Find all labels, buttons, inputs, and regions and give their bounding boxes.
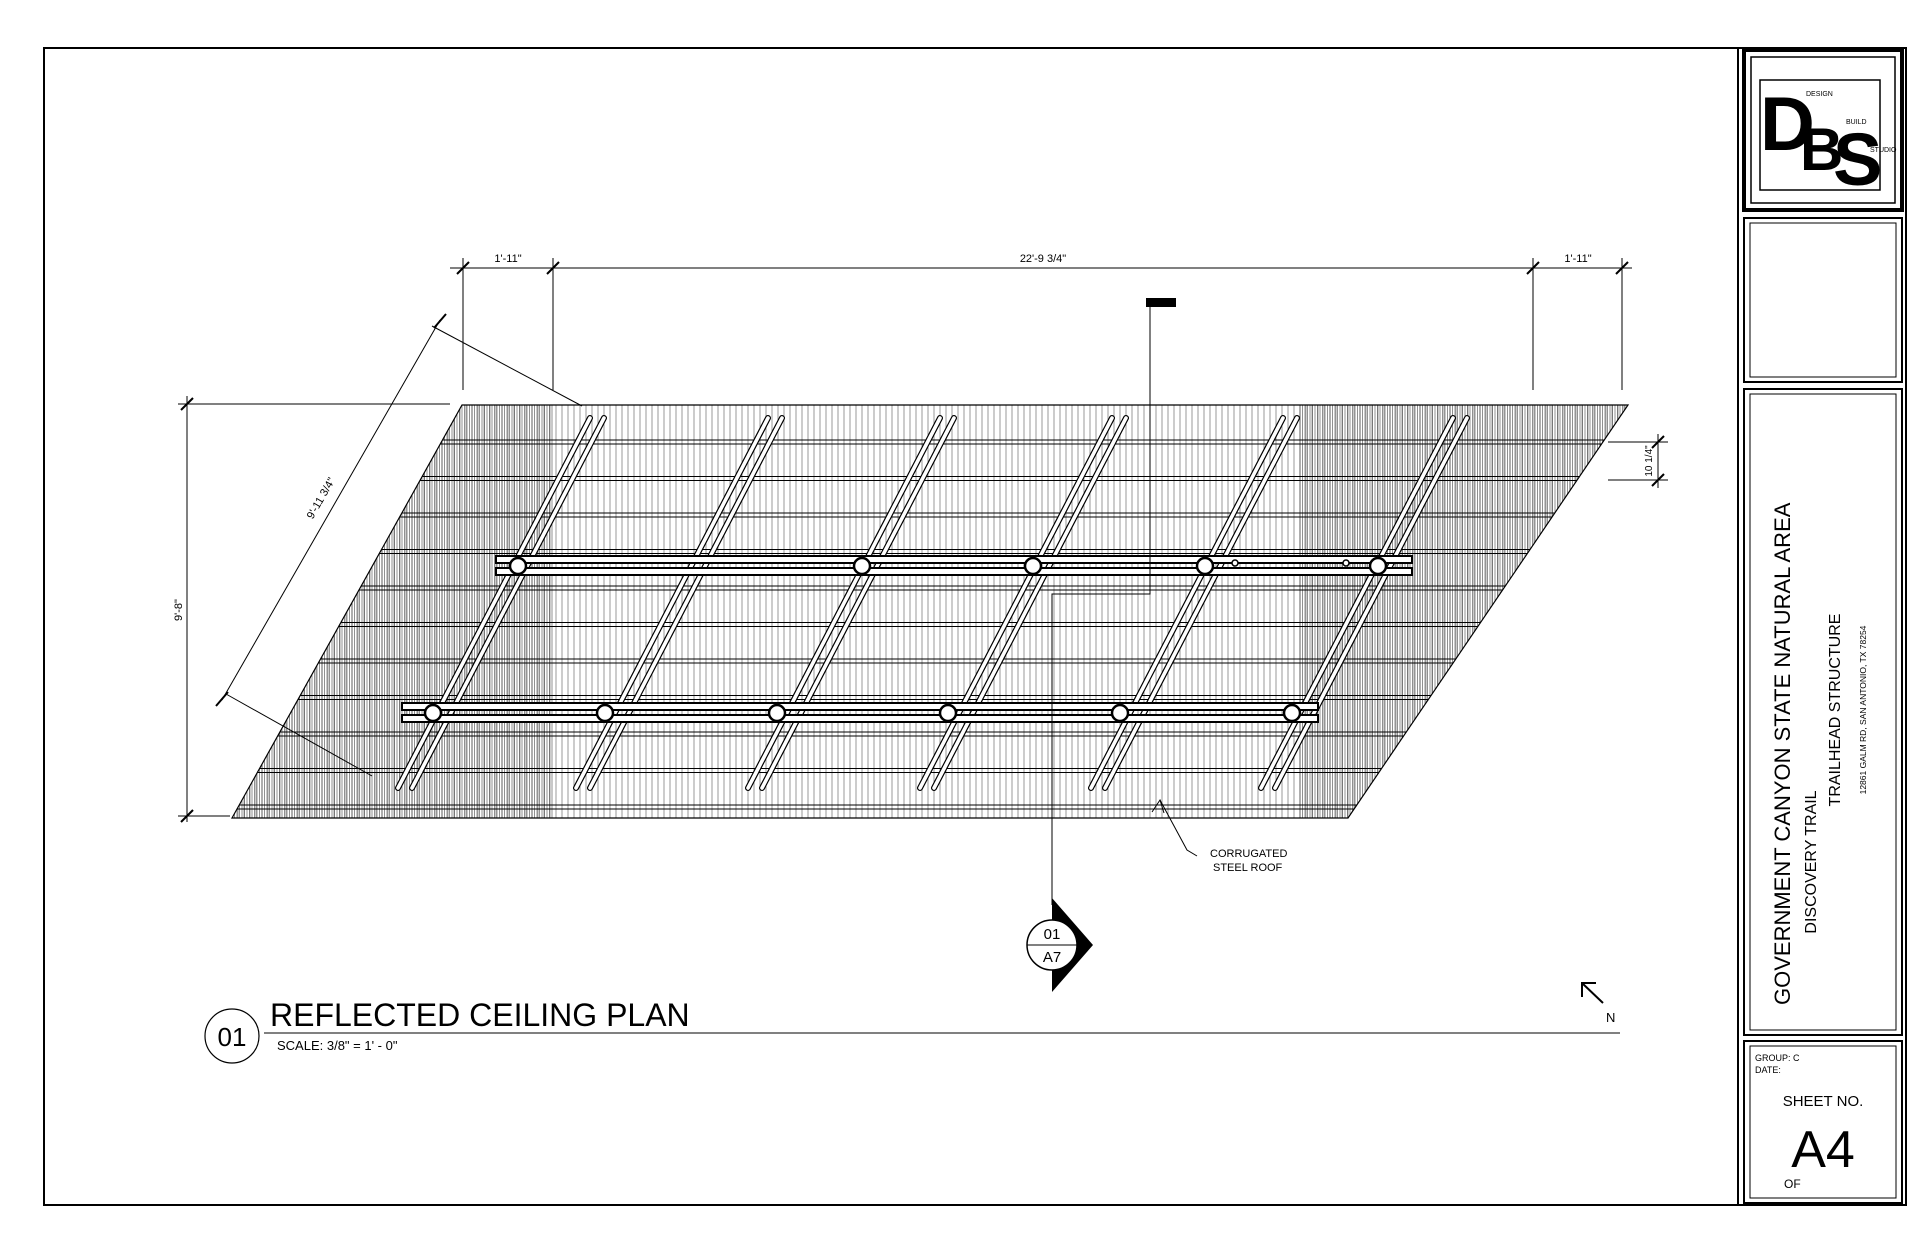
logo-word-studio: STUDIO <box>1870 147 1897 154</box>
sheet-number: A4 <box>1791 1121 1855 1179</box>
dim-span: 22'-9 3/4" <box>1020 253 1066 265</box>
columns <box>423 556 1388 723</box>
sheet-panel <box>1743 1040 1903 1204</box>
project-line-3: TRAILHEAD STRUCTURE <box>1827 614 1844 807</box>
main-beam-lower <box>401 702 1319 723</box>
drawing-title-block: 01 REFLECTED CEILING PLAN SCALE: 3/8" = … <box>204 997 1620 1064</box>
group-label: GROUP: C <box>1755 1053 1800 1063</box>
section-number: 01 <box>1044 926 1061 943</box>
logo-letter-d: D <box>1760 82 1815 167</box>
dimension-top <box>450 258 1632 390</box>
project-address: 12861 GALM RD, SAN ANTONIO, TX 78254 <box>1858 625 1868 794</box>
drawing-scale: SCALE: 3/8" = 1' - 0" <box>277 1038 398 1053</box>
roof-purlins <box>237 439 1605 810</box>
logo-word-build: BUILD <box>1846 119 1867 126</box>
section-cut-line <box>1051 298 1176 905</box>
north-arrow-icon <box>1581 982 1604 1004</box>
roof-callout-leader <box>1151 798 1198 857</box>
dimension-diagonal <box>215 313 583 777</box>
drawing-title: REFLECTED CEILING PLAN <box>270 997 690 1033</box>
blank-panel <box>1743 217 1903 383</box>
dim-height: 9'-8" <box>173 599 185 621</box>
section-sheet-ref: A7 <box>1043 949 1061 966</box>
dimension-purlin-spacing <box>1608 434 1668 488</box>
of-label: OF <box>1784 1177 1801 1191</box>
title-block: D B S DESIGN BUILD STUDIO GOVERNMENT CAN… <box>1737 48 1904 1205</box>
main-beam-upper <box>495 555 1413 576</box>
north-label: N <box>1606 1010 1615 1025</box>
dim-right-overhang: 1'-11" <box>1564 253 1591 265</box>
dim-left-overhang: 1'-11" <box>494 253 521 265</box>
sheet-border <box>43 47 1907 1206</box>
logo-word-design: DESIGN <box>1806 91 1833 98</box>
callout-line-1: CORRUGATED <box>1210 848 1287 860</box>
project-line-2: DISCOVERY TRAIL <box>1803 790 1820 933</box>
drawing-number: 01 <box>218 1022 247 1052</box>
dim-purlin-spacing: 10 1/4" <box>1644 445 1655 477</box>
roof-rafters <box>395 415 1470 791</box>
dbs-logo: D B S DESIGN BUILD STUDIO <box>1759 79 1897 201</box>
project-panel <box>1743 388 1903 1036</box>
dimension-left <box>178 396 450 823</box>
section-marker: 01 A7 <box>1026 898 1093 992</box>
callout-line-2: STEEL ROOF <box>1213 862 1283 874</box>
sheet-label: SHEET NO. <box>1783 1093 1864 1110</box>
project-name: GOVERNMENT CANYON STATE NATURAL AREA <box>1770 502 1795 1005</box>
date-label: DATE: <box>1755 1065 1781 1075</box>
logo-letter-s: S <box>1833 118 1882 201</box>
logo-letter-b: B <box>1800 116 1843 183</box>
